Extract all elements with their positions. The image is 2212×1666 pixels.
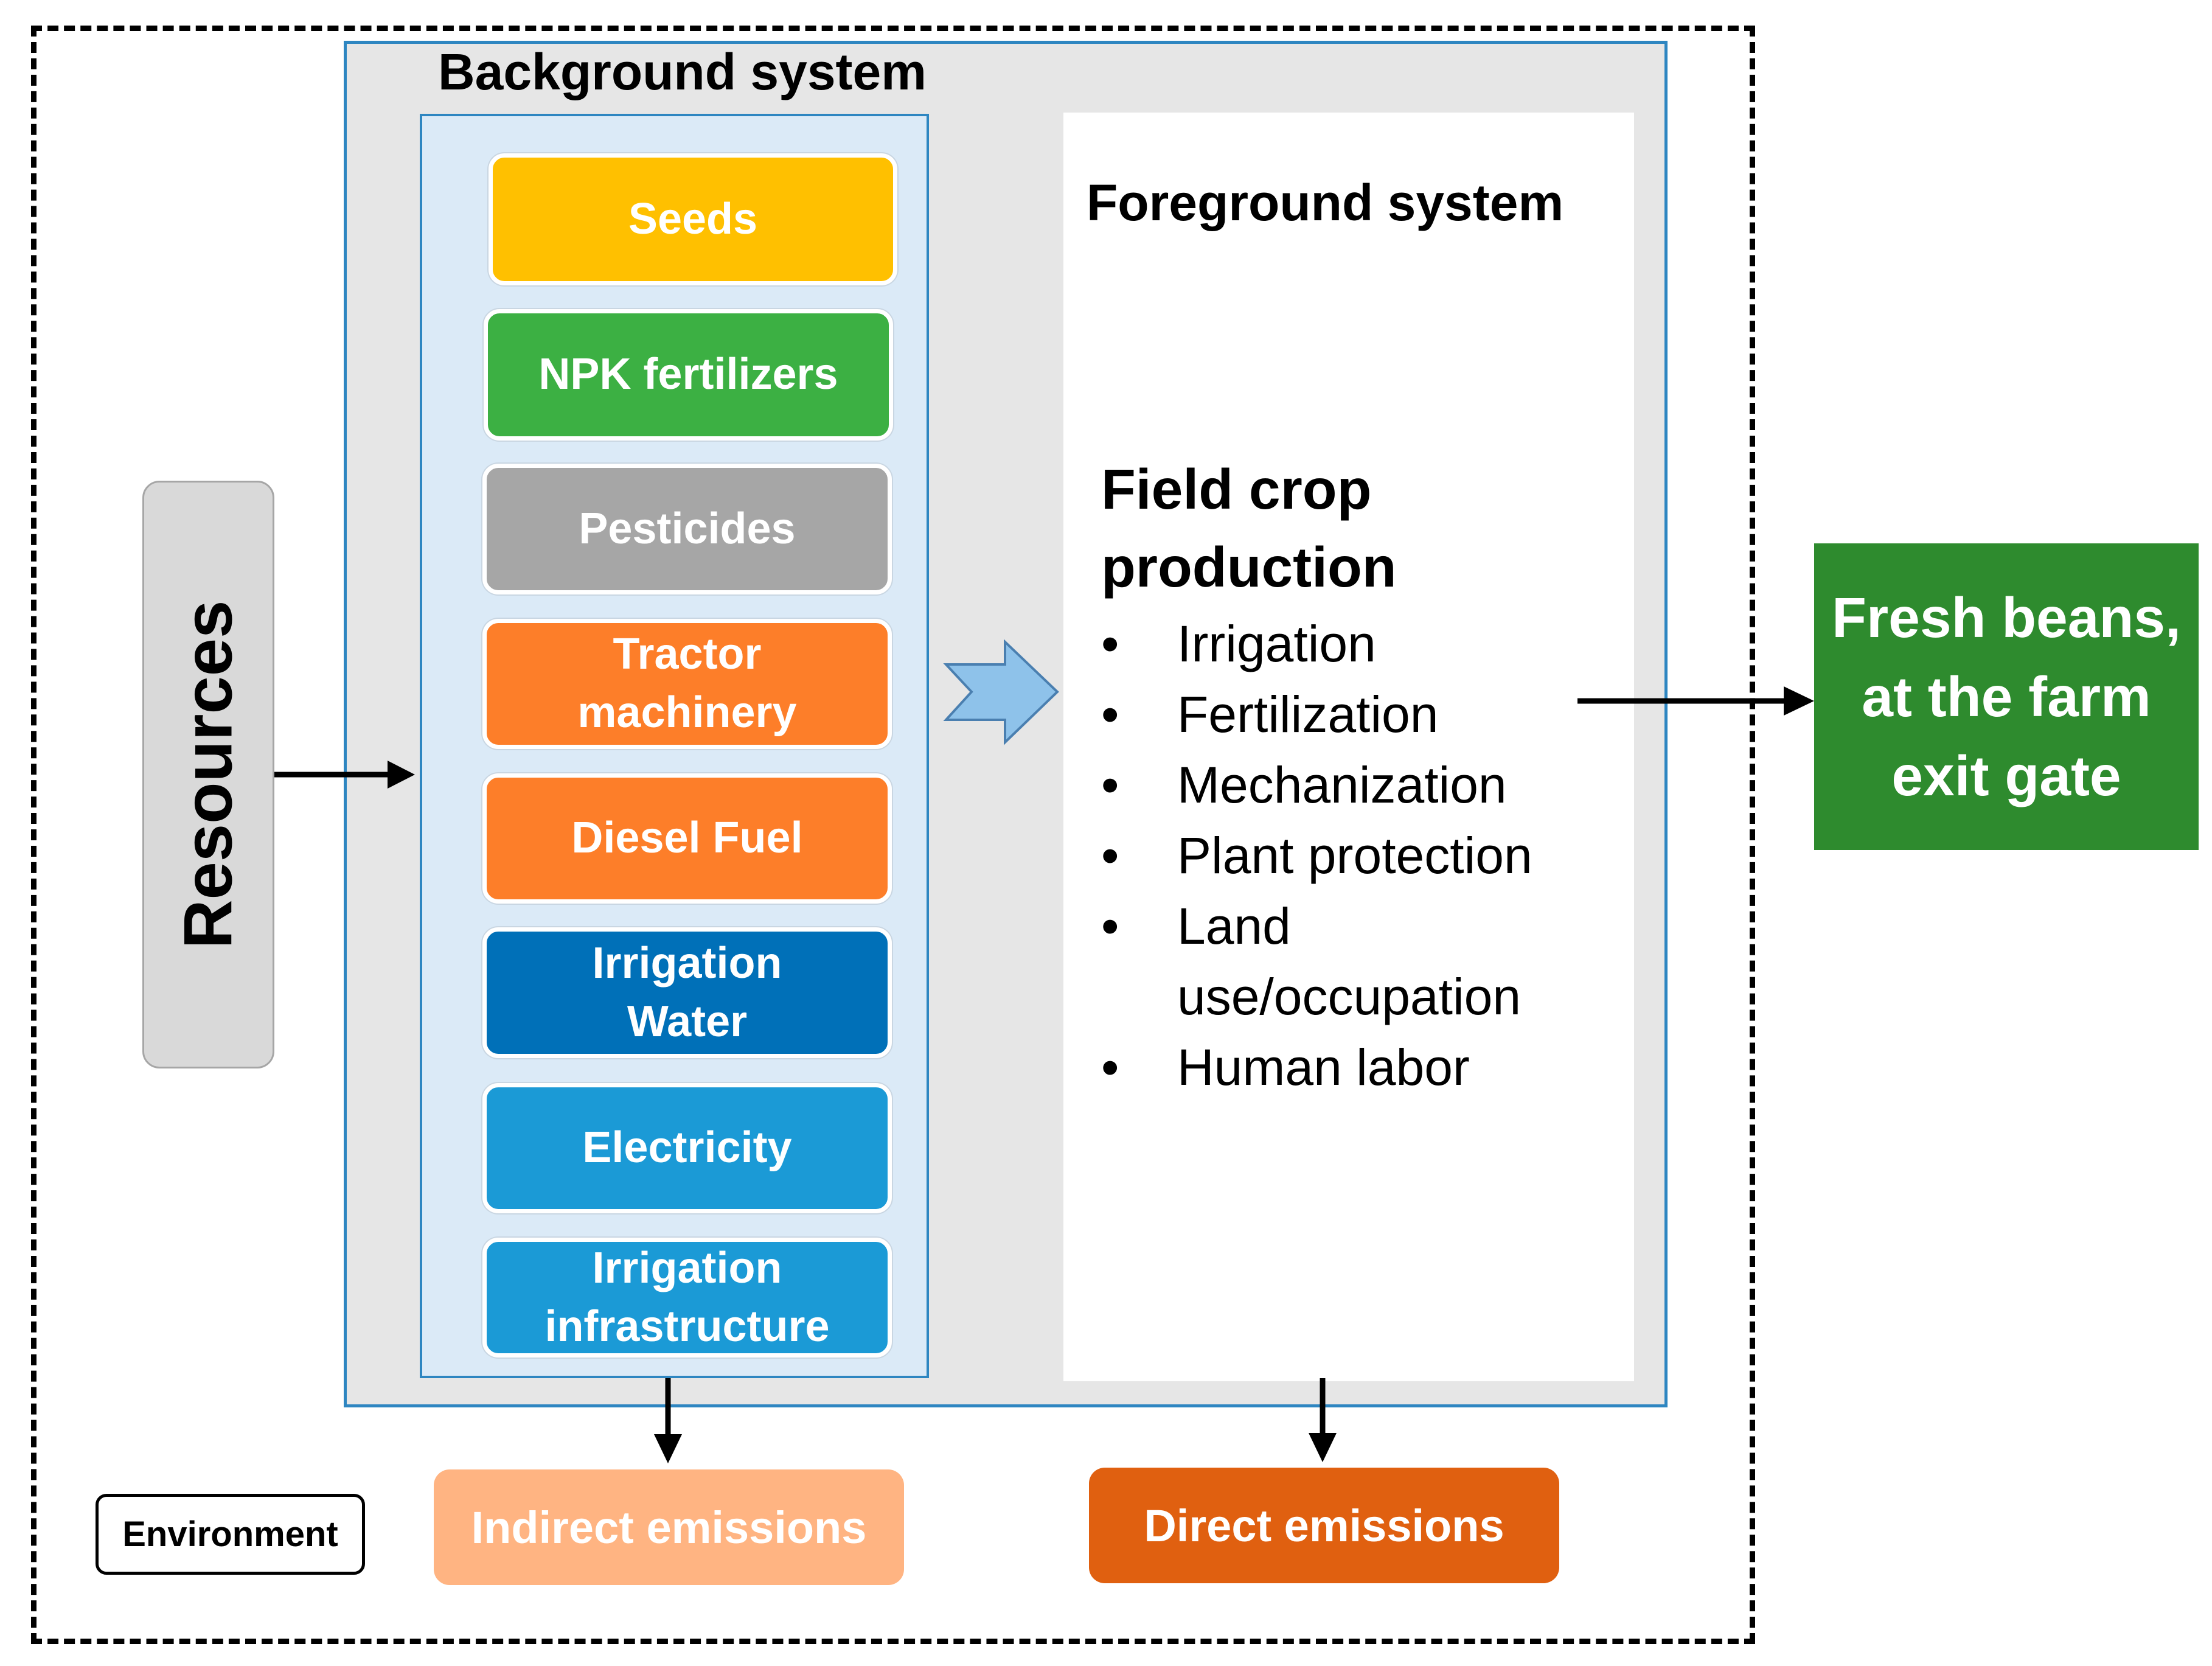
activity-item: • Human labor <box>1101 1032 1664 1103</box>
direct-emissions-box: Direct emissions <box>1089 1468 1559 1583</box>
foreground-to-direct-emissions-arrow <box>1309 1378 1337 1462</box>
background-system-title: Background system <box>438 43 927 100</box>
input-box-pesticides: Pesticides <box>482 464 892 594</box>
input-box-diesel-fuel: Diesel Fuel <box>482 773 892 904</box>
indirect-emissions-box: Indirect emissions <box>434 1469 904 1585</box>
bullet-icon: • <box>1101 756 1119 814</box>
activity-label: Fertilization <box>1177 686 1439 743</box>
foreground-to-output-arrow <box>1577 686 1814 716</box>
resources-to-inputs-arrow <box>274 761 415 789</box>
activity-item: • Mechanization <box>1101 750 1664 820</box>
foreground-system-title: Foreground system <box>1087 174 1564 231</box>
foreground-system-panel <box>1063 113 1634 1381</box>
inputs-to-foreground-arrow-icon <box>943 639 1059 745</box>
field-crop-production-text: Field crop production <box>1101 458 1397 599</box>
environment-label-box: Environment <box>96 1494 365 1575</box>
input-box-seeds: Seeds <box>489 153 897 285</box>
activity-item: • Plant protection <box>1101 820 1664 891</box>
activity-item: • Fertilization <box>1101 679 1664 750</box>
bullet-icon: • <box>1101 1039 1119 1096</box>
activity-label: Mechanization <box>1177 756 1507 814</box>
bullet-icon: • <box>1101 615 1119 672</box>
system-boundary <box>31 26 1755 1644</box>
field-crop-production-heading: Field crop production <box>1101 450 1442 607</box>
input-box-irrigation-infrastructure: Irrigation infrastructure <box>482 1238 892 1358</box>
resources-box <box>142 481 274 1068</box>
bullet-icon: • <box>1101 827 1119 884</box>
activity-label: Irrigation <box>1177 615 1376 672</box>
activity-label: Human labor <box>1177 1039 1470 1096</box>
activity-label: Land use/occupation <box>1177 897 1522 1025</box>
bullet-icon: • <box>1101 897 1119 955</box>
bullet-icon: • <box>1101 686 1119 743</box>
input-box-electricity: Electricity <box>482 1083 892 1213</box>
input-box-npk-fertilizers: NPK fertilizers <box>484 309 893 441</box>
input-box-tractor-machinery: Tractor machinery <box>482 619 892 749</box>
foreground-activity-list: • Irrigation • Fertilization • Mechanizatio… <box>1101 608 1664 1103</box>
activity-label: Plant protection <box>1177 827 1532 884</box>
activity-item: • Irrigation <box>1101 608 1664 679</box>
activity-item: • Land use/occupation <box>1101 891 1567 1032</box>
input-box-irrigation-water: Irrigation Water <box>482 927 892 1058</box>
background-to-indirect-emissions-arrow <box>654 1378 682 1463</box>
output-product-box: Fresh beans, at the farm exit gate <box>1814 543 2199 850</box>
